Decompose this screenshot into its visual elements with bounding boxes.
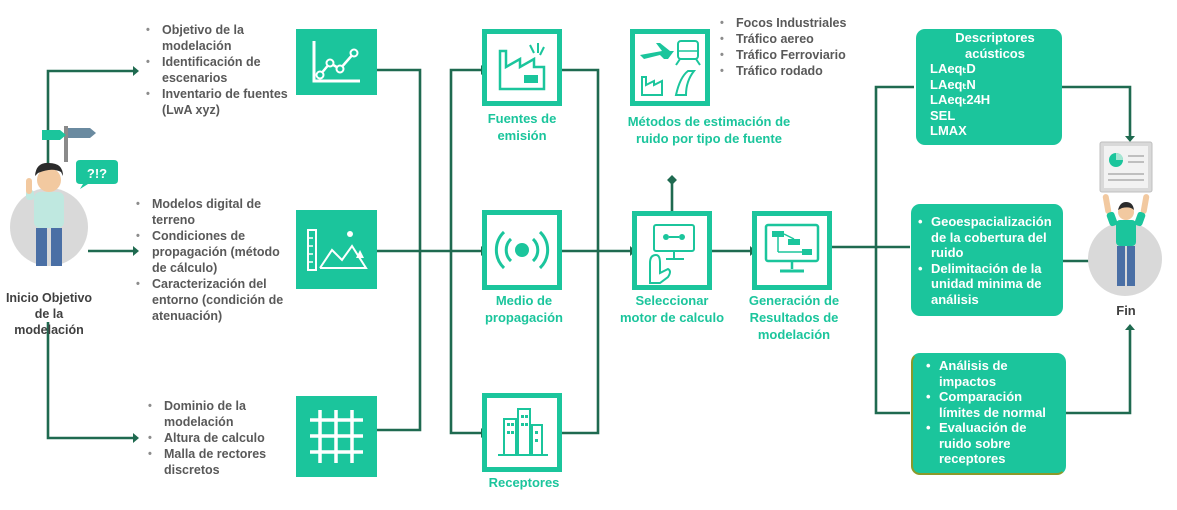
descriptor-item: LAeqₜD <box>930 61 976 76</box>
report-icon <box>1099 141 1153 193</box>
list-item: Tráfico Ferroviario <box>712 47 852 63</box>
list-item: Altura de calculo <box>140 430 280 446</box>
descriptor-item: LMAX <box>930 123 967 138</box>
list-item: Tráfico aereo <box>712 31 852 47</box>
connector-results-bus <box>874 85 914 415</box>
input-bullets-2: Modelos digital de terreno Condiciones d… <box>128 196 293 324</box>
component-label-receptores: Receptores <box>488 475 560 490</box>
speech-text: ?!? <box>87 166 107 181</box>
list-item: Identificación de escenarios <box>138 54 298 86</box>
engine-label: Seleccionar motor de calculo <box>619 293 725 325</box>
methods-bullets: Focos Industriales Tráfico aereo Tráfico… <box>712 15 852 79</box>
list-item: Modelos digital de terreno <box>128 196 293 228</box>
end-label: Fin <box>1116 303 1136 318</box>
grid-icon <box>296 396 377 477</box>
list-item: Focos Industriales <box>712 15 852 31</box>
diamond-marker <box>667 175 677 185</box>
generation-label: Generación de Resultados de modelación <box>748 293 840 342</box>
transport-icon <box>640 40 701 96</box>
descriptor-item: LAeqₜN <box>930 76 976 92</box>
connector-start-bottom <box>46 322 135 440</box>
monitor-flowchart-icon <box>764 223 820 273</box>
list-item: Inventario de fuentes (LwA xyz) <box>138 86 298 118</box>
start-label: Inicio Objetivo de la modelación <box>5 291 93 337</box>
touch-computer-icon <box>649 224 695 284</box>
arrow-head <box>1125 136 1135 142</box>
component-box-receptores <box>482 393 562 472</box>
component-label-fuentes: Fuentes de emisión <box>487 111 557 143</box>
input-bullets-1: Objetivo de la modelación Identificación… <box>138 22 298 118</box>
methods-label: Métodos de estimación de ruido por tipo … <box>627 114 791 146</box>
descriptor-item: SEL <box>930 107 956 123</box>
descriptor-item: LAeqₜ24H <box>930 92 991 107</box>
list-item: Comparación límites de normal <box>919 389 1060 420</box>
result-title: Descriptores acústicos <box>955 30 1035 61</box>
list-item: Geoespacialización de la cobertura del r… <box>911 214 1059 261</box>
connector-start-top <box>46 69 135 178</box>
signpost-icon <box>42 126 96 162</box>
arrow-head <box>133 66 139 76</box>
person-celebrating-icon <box>1102 194 1150 286</box>
connector-result1-end <box>1062 85 1132 138</box>
list-item: Malla de rectores discretos <box>140 446 280 478</box>
person-icon <box>26 162 64 266</box>
speech-bubble-icon: ?!? <box>76 160 118 189</box>
connector-result3-end <box>1066 328 1132 415</box>
arrow-head <box>133 433 139 443</box>
input-bullets-3: Dominio de la modelación Altura de calcu… <box>140 398 280 478</box>
list-item: Objetivo de la modelación <box>138 22 298 54</box>
generation-box <box>752 211 832 290</box>
engine-box <box>632 211 712 290</box>
list-item: Delimitación de la unidad minima de anál… <box>911 261 1059 308</box>
methods-box <box>630 29 710 106</box>
result-box-descriptores: Descriptores acústicos LAeqₜD LAeqₜN LAe… <box>916 29 1062 145</box>
list-item: Evaluación de ruido sobre receptores <box>919 420 1060 467</box>
buildings-icon <box>498 408 548 456</box>
terrain-icon <box>296 210 377 289</box>
list-item: Análisis de impactos <box>919 358 1060 389</box>
sound-wave-icon <box>494 230 550 270</box>
list-item: Tráfico rodado <box>712 63 852 79</box>
factory-icon <box>498 43 546 91</box>
result-box-analisis: Análisis de impactos Comparación límites… <box>911 353 1066 475</box>
component-box-fuentes <box>482 29 562 106</box>
component-label-medio: Medio de propagación <box>484 293 563 325</box>
line-chart-icon <box>296 29 377 95</box>
list-item: Condiciones de propagación (método de cá… <box>128 228 293 276</box>
component-box-medio <box>482 210 562 290</box>
result-box-geoespacial: Geoespacialización de la cobertura del r… <box>911 204 1063 316</box>
list-item: Dominio de la modelación <box>140 398 280 430</box>
list-item: Caracterización del entorno (condición d… <box>128 276 293 324</box>
connector-bus-components <box>449 68 482 435</box>
arrow-head <box>1125 324 1135 330</box>
